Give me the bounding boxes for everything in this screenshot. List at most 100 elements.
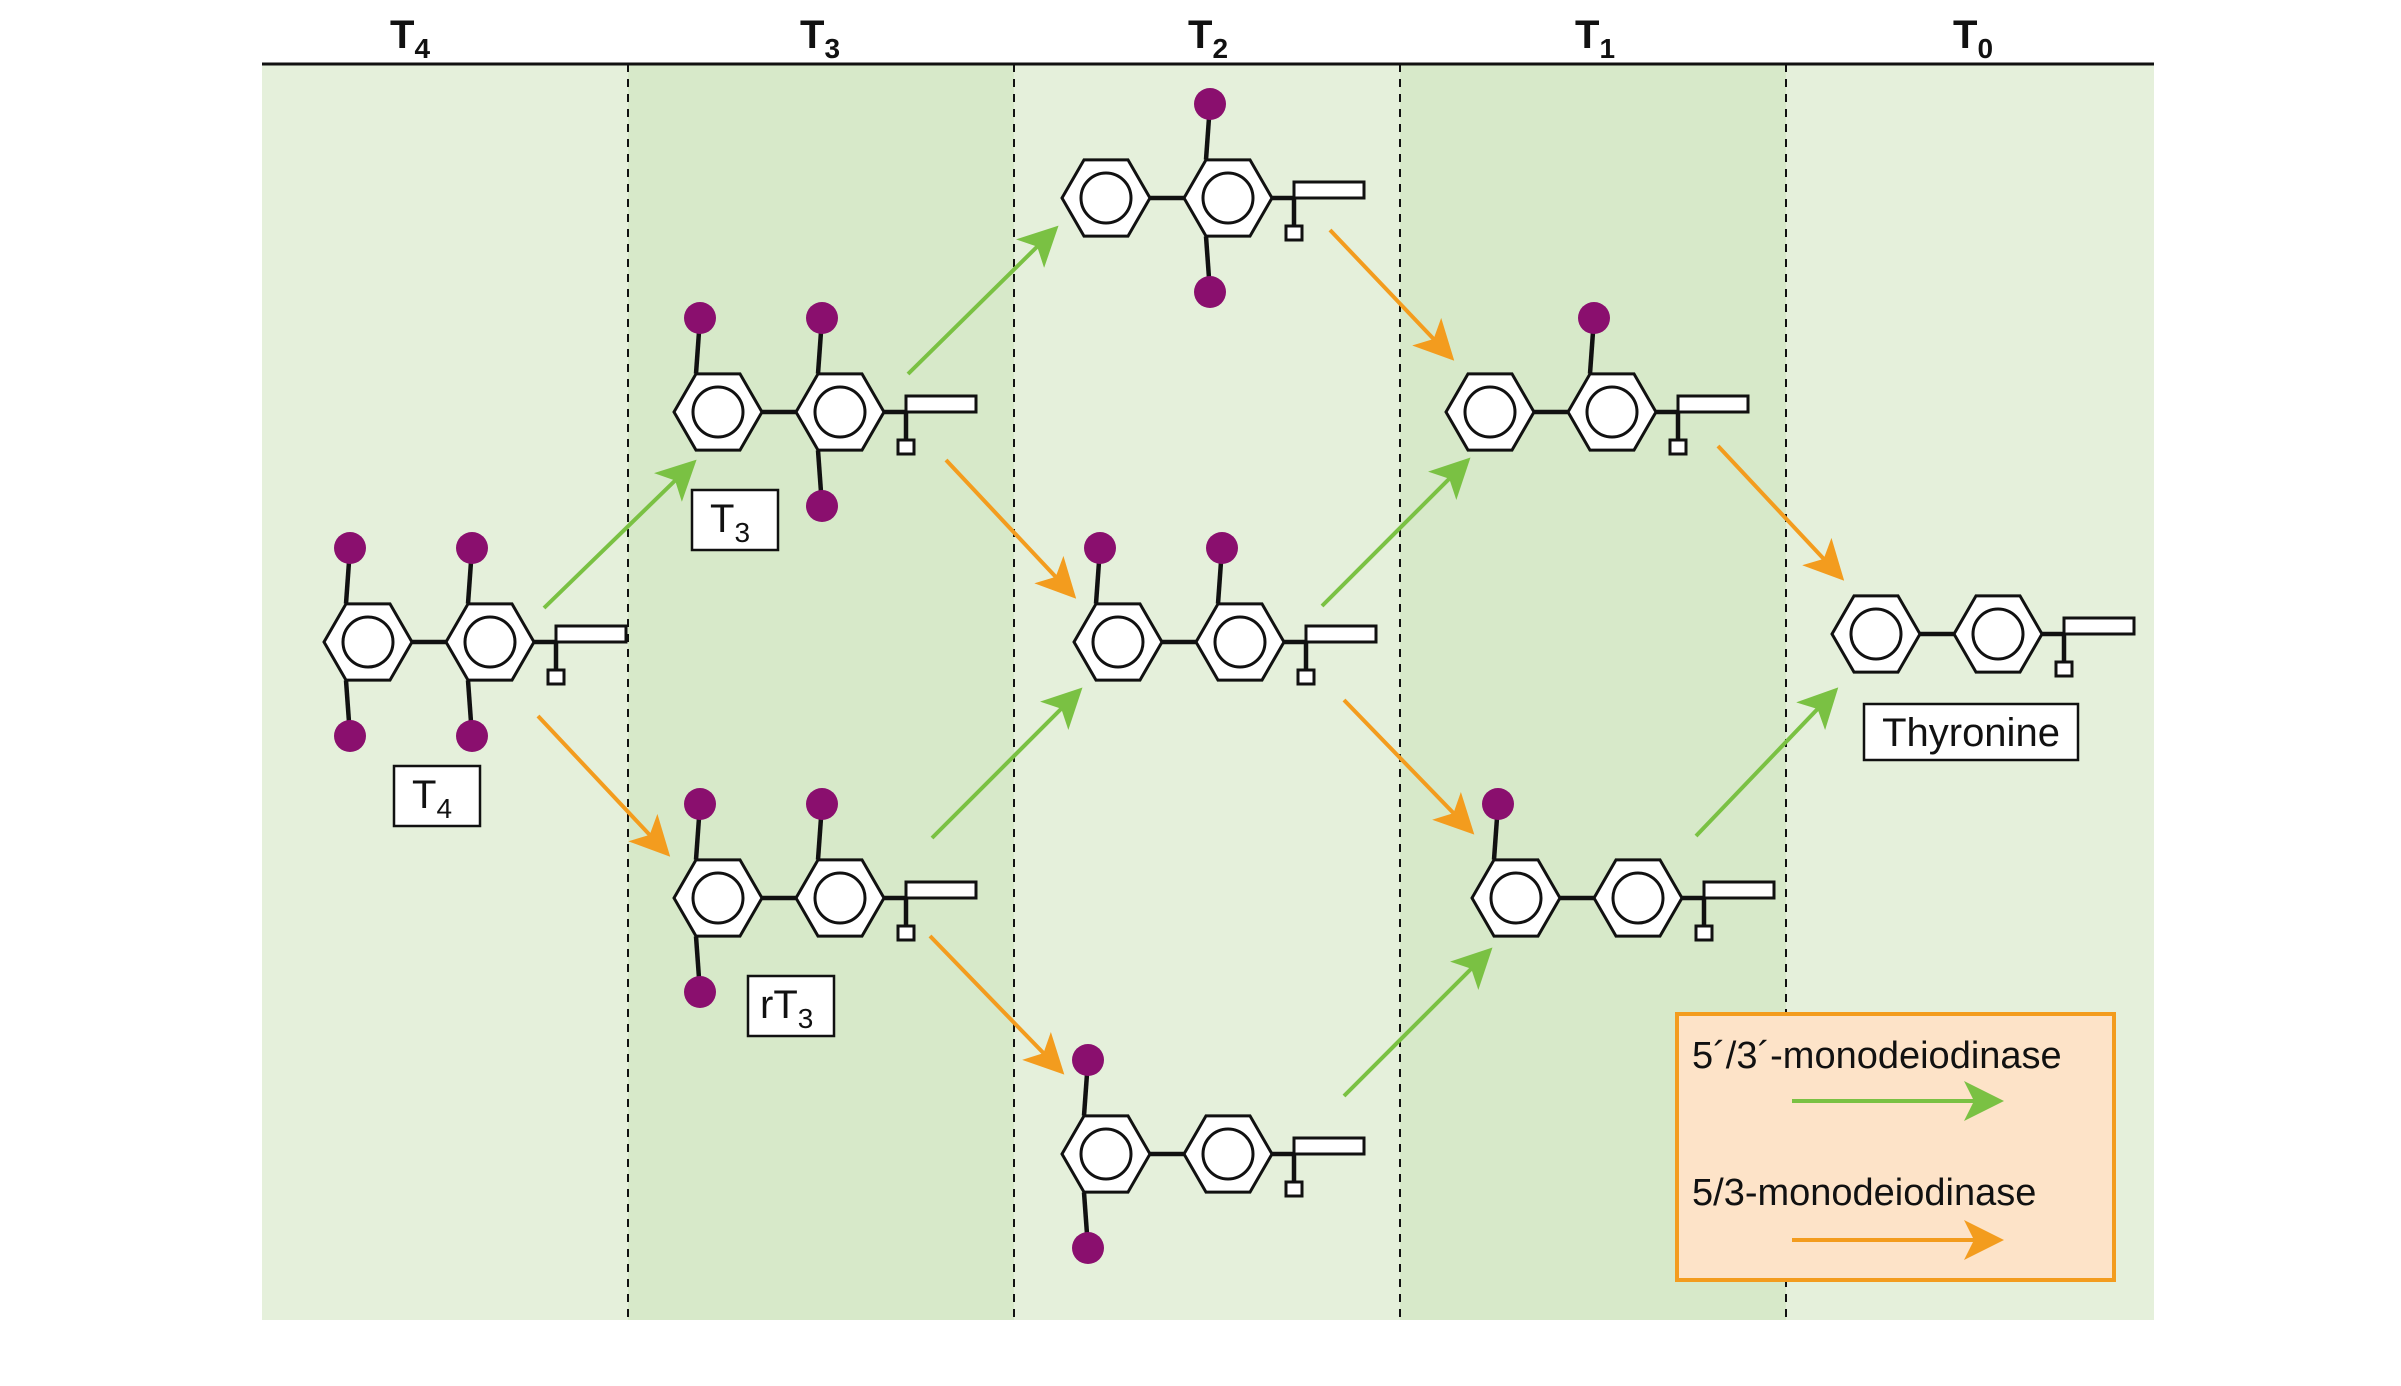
- label-t3: T3: [690, 488, 780, 552]
- svg-text:T4: T4: [412, 773, 452, 824]
- aromatic-circle: [463, 615, 517, 669]
- side-chain-carboxyl: [1676, 394, 1750, 414]
- inner-ring: [1592, 858, 1684, 938]
- side-chain-amine: [546, 668, 566, 686]
- arrow-t3-to-t2_top: [906, 225, 1059, 376]
- molecule-t2_bottom: [1060, 1044, 1366, 1264]
- aromatic-circle: [1463, 385, 1517, 439]
- aromatic-circle: [813, 385, 867, 439]
- label-rt3: rT3: [746, 974, 836, 1038]
- iodine-atom: [806, 788, 838, 820]
- reaction-arrows: [536, 225, 1845, 1098]
- molecule-t1_top: [1444, 302, 1750, 456]
- iodine-atom: [456, 720, 488, 752]
- molecule-t4: [322, 532, 628, 752]
- aromatic-circle: [1213, 615, 1267, 669]
- outer-ring: [1060, 158, 1152, 238]
- aromatic-circle: [1849, 607, 1903, 661]
- molecule-t1_bottom: [1470, 788, 1776, 942]
- column-header-t2: T2: [1188, 13, 1228, 64]
- svg-text:T3: T3: [710, 497, 750, 548]
- inner-ring: [444, 602, 536, 682]
- aromatic-circle: [691, 385, 745, 439]
- side-chain-amine: [1668, 438, 1688, 456]
- outer-ring: [1072, 602, 1164, 682]
- inner-ring: [1566, 372, 1658, 452]
- iodine-atom: [684, 302, 716, 334]
- arrow-rt3-to-t2_mid: [930, 687, 1083, 840]
- iodine-atom: [1072, 1044, 1104, 1076]
- aromatic-circle: [1971, 607, 2025, 661]
- legend-outer-label: 5´/3´-monodeiodinase: [1692, 1035, 2062, 1077]
- outer-ring: [1830, 594, 1922, 674]
- side-chain-carboxyl: [2062, 616, 2136, 636]
- aromatic-circle: [1201, 171, 1255, 225]
- side-chain-amine: [1284, 224, 1304, 242]
- aromatic-circle: [1201, 1127, 1255, 1181]
- iodine-atom: [1194, 88, 1226, 120]
- inner-ring: [1182, 1114, 1274, 1194]
- outer-ring: [1060, 1114, 1152, 1194]
- side-chain-carboxyl: [1292, 180, 1366, 200]
- legend-box: [1675, 1012, 2116, 1282]
- iodine-atom: [334, 532, 366, 564]
- side-chain-carboxyl: [904, 880, 978, 900]
- inner-ring: [794, 372, 886, 452]
- label-thyronine: Thyronine: [1862, 702, 2080, 762]
- molecule-t2_top: [1060, 88, 1366, 308]
- arrow-rt3-to-t2_bottom: [928, 934, 1065, 1075]
- iodine-atom: [1194, 276, 1226, 308]
- svg-text:Thyronine: Thyronine: [1882, 711, 2060, 755]
- aromatic-circle: [341, 615, 395, 669]
- side-chain-carboxyl: [1292, 1136, 1366, 1156]
- inner-ring: [1182, 158, 1274, 238]
- side-chain-carboxyl: [554, 624, 628, 644]
- column-header-t0: T0: [1953, 13, 1993, 64]
- iodine-atom: [456, 532, 488, 564]
- arrow-t1_bottom-to-thyronine: [1694, 687, 1839, 838]
- side-chain-amine: [896, 438, 916, 456]
- inner-ring: [1952, 594, 2044, 674]
- iodine-atom: [1206, 532, 1238, 564]
- side-chain-amine: [1694, 924, 1714, 942]
- aromatic-circle: [1079, 171, 1133, 225]
- iodine-atom: [1578, 302, 1610, 334]
- arrow-t2_top-to-t1_top: [1328, 228, 1455, 361]
- aromatic-circle: [691, 871, 745, 925]
- side-chain-amine: [896, 924, 916, 942]
- iodine-atom: [684, 788, 716, 820]
- outer-ring: [672, 372, 764, 452]
- aromatic-circle: [1611, 871, 1665, 925]
- side-chain-carboxyl: [1702, 880, 1776, 900]
- arrow-t2_bottom-to-t1_bottom: [1342, 947, 1493, 1098]
- molecules: [322, 88, 2136, 1264]
- band-t3: [628, 64, 1014, 1320]
- side-chain-amine: [1284, 1180, 1304, 1198]
- svg-text:rT3: rT3: [760, 983, 813, 1034]
- outer-ring: [1444, 372, 1536, 452]
- arrow-t3-to-t2_mid: [944, 458, 1077, 599]
- iodine-atom: [1482, 788, 1514, 820]
- column-header-t1: T1: [1575, 13, 1615, 64]
- arrow-t4-to-t3: [542, 459, 697, 610]
- side-chain-carboxyl: [1304, 624, 1378, 644]
- molecule-thyronine: [1830, 594, 2136, 678]
- column-header-t4: T4: [390, 13, 430, 64]
- molecule-t2_mid: [1072, 532, 1378, 686]
- label-t4: T4: [392, 764, 482, 828]
- side-chain-carboxyl: [904, 394, 978, 414]
- molecule-rt3: [672, 788, 978, 1008]
- iodine-atom: [806, 302, 838, 334]
- aromatic-circle: [813, 871, 867, 925]
- iodine-atom: [1084, 532, 1116, 564]
- arrow-t2_mid-to-t1_top: [1320, 457, 1471, 608]
- aromatic-circle: [1489, 871, 1543, 925]
- iodine-atom: [1072, 1232, 1104, 1264]
- arrow-t4-to-rt3: [536, 714, 671, 857]
- arrow-t2_mid-to-t1_bottom: [1342, 698, 1475, 835]
- column-headers: T4 T3 T2 T1 T0: [390, 13, 1993, 64]
- aromatic-circle: [1585, 385, 1639, 439]
- legend: 5´/3´-monodeiodinase 5/3-monodeiodinase: [1675, 1012, 2116, 1282]
- iodine-atom: [334, 720, 366, 752]
